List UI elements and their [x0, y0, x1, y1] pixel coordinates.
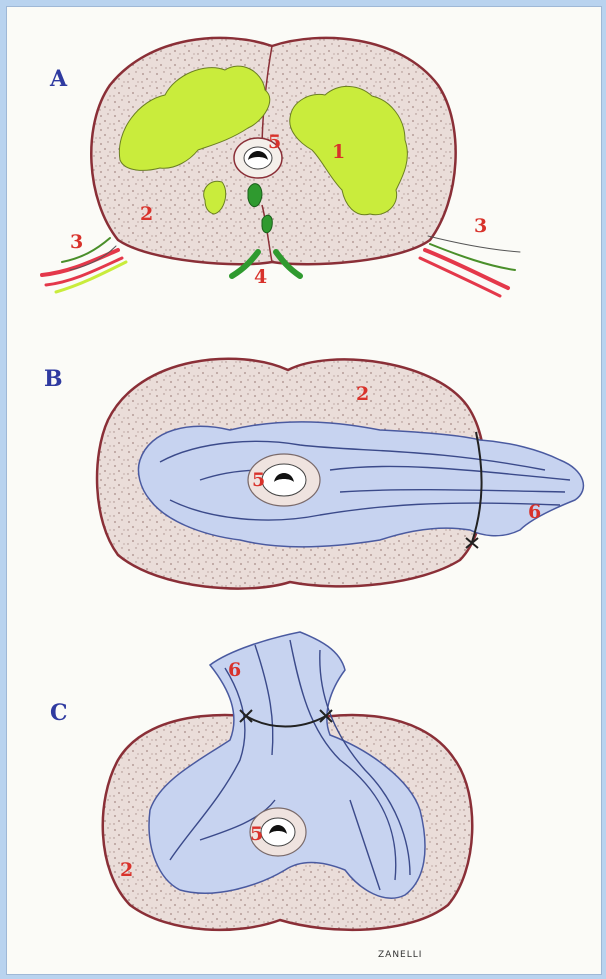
label-a-5: 5 — [268, 131, 281, 153]
label-b-5: 5 — [252, 469, 265, 491]
label-b-2: 2 — [356, 383, 369, 405]
panel-letter-c: C — [50, 700, 68, 726]
label-c-2: 2 — [120, 859, 133, 881]
label-c-6: 6 — [228, 659, 241, 681]
flap-c — [149, 632, 425, 898]
label-a-3-right: 3 — [474, 215, 487, 237]
label-c-5: 5 — [250, 823, 263, 845]
artist-signature: ZANELLI — [378, 950, 422, 960]
panel-letter-b: B — [44, 366, 63, 392]
label-a-4: 4 — [254, 266, 267, 288]
label-a-3-left: 3 — [70, 231, 83, 253]
panel-letter-a: A — [49, 66, 68, 92]
vessels-right — [420, 236, 520, 296]
label-a-1: 1 — [332, 141, 345, 163]
flap-b — [138, 422, 583, 547]
label-a-2: 2 — [140, 203, 153, 225]
panel-a: A 1 2 3 — [42, 38, 520, 296]
panel-c: C 6 2 5 — [50, 632, 472, 930]
panel-b: B 2 5 6 — [44, 359, 583, 589]
vessels-left — [42, 238, 126, 292]
label-b-6: 6 — [528, 501, 541, 523]
